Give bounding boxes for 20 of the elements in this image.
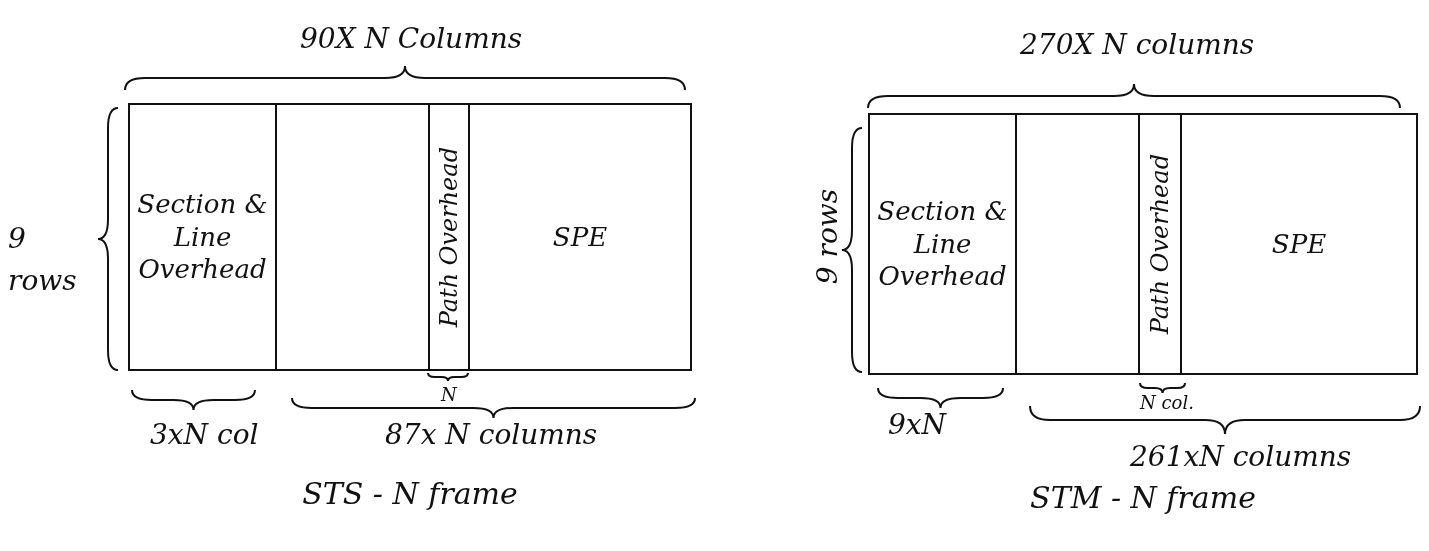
frame-caption: STS - N frame (302, 476, 518, 511)
frame-structure-box (128, 103, 692, 371)
dimension-label: 9 rows (811, 188, 845, 285)
cell-label: SPE (552, 220, 608, 254)
dimension-label: 270X N columns (1020, 28, 1255, 61)
dimension-label: N (441, 384, 457, 405)
cell-label: SPE (1271, 227, 1327, 261)
frame-caption: STM - N frame (1030, 480, 1256, 515)
dimension-label: 87x N columns (385, 418, 598, 451)
dimension-label: 90X N Columns (300, 22, 523, 55)
dimension-label: N col. (1140, 392, 1194, 413)
dimension-label: 261xN columns (1130, 440, 1352, 473)
dimension-label: 3xN col (150, 418, 259, 451)
dimension-label: 9xN (888, 408, 947, 441)
cell-label: Section & Line Overhead (136, 188, 269, 286)
dimension-label: 9 rows (8, 221, 78, 299)
cell-label: Section & Line Overhead (876, 195, 1009, 293)
cell-label: Path Overhead (1146, 153, 1174, 335)
frame-structure-box (868, 113, 1418, 375)
cell-label: Path Overhead (435, 146, 463, 328)
